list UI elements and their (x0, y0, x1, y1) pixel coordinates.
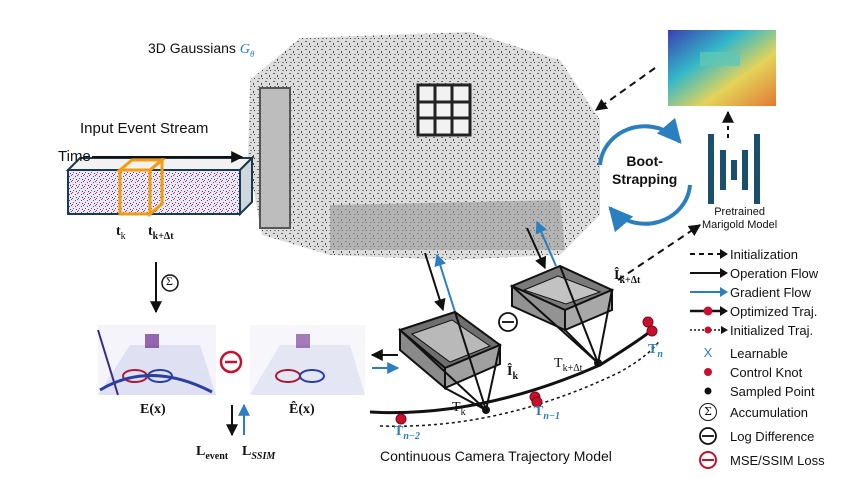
I-k-sub: k (512, 370, 519, 382)
initialized-trajectory (379, 339, 661, 428)
tk-label: tk (116, 224, 126, 242)
T-kdt-sub: k+Δt (562, 362, 583, 374)
legend-label: Learnable (730, 345, 788, 361)
tkdt-sub: k+Δt (152, 230, 174, 242)
legend-label: Sampled Point (730, 383, 815, 399)
I-kdt-label: Îk+Δt (614, 268, 640, 286)
legend-item-control-knot: Control Knot (688, 362, 802, 382)
event-image-E (97, 325, 216, 396)
black-dot-icon (704, 387, 712, 395)
L-event-sub: event (205, 450, 229, 462)
bootstrapping-label: Boot- Strapping (612, 152, 677, 188)
legend-label: Initialization (730, 246, 798, 262)
solid-arrow-icon (690, 268, 728, 278)
T-n1-sub: n−1 (543, 410, 560, 422)
legend-item-gradient: Gradient Flow (688, 282, 811, 302)
input-stream-label: Input Event Stream (80, 120, 209, 137)
legend-item-optimized: Optimized Traj. (688, 301, 817, 321)
tkdt-letter: t (148, 224, 153, 239)
L-ssim-letter: L (242, 444, 252, 459)
gaussians-symbol-letter: G (239, 42, 250, 57)
legend-label: Optimized Traj. (730, 303, 818, 319)
tkdt-label: tk+Δt (148, 224, 174, 242)
gaussians-symbol-sub: θ (249, 48, 255, 59)
time-label: Time (58, 148, 91, 165)
marigold-label: Pretrained Marigold Model (702, 206, 777, 232)
T-k-sub: k (460, 406, 466, 418)
T-n1-letter: T (534, 404, 544, 419)
T-n-sub: n (657, 348, 663, 360)
legend-item-accumulation: Σ Accumulation (688, 402, 808, 422)
trajectory-model-label: Continuous Camera Trajectory Model (380, 448, 612, 464)
bootstrapping-arrows-icon (598, 117, 692, 233)
bootstrap-line2: Strapping (612, 171, 678, 187)
blue-arrow-icon (690, 287, 728, 297)
I-kdt-letter: Î (614, 268, 620, 283)
I-k-label: Îk (507, 364, 518, 382)
L-event-letter: L (196, 444, 206, 459)
legend-label: Initialized Traj. (730, 322, 814, 338)
event-stream-volume (65, 155, 255, 218)
gaussian-point-cloud (248, 32, 600, 260)
optimized-traj-icon (690, 306, 728, 316)
marigold-model-icon (708, 134, 760, 204)
T-n-letter: T (648, 342, 658, 357)
sigma-icon: Σ (166, 274, 173, 288)
L-ssim-sub: SSIM (251, 450, 276, 462)
depth-map-image (668, 30, 776, 106)
legend-label: Gradient Flow (730, 284, 811, 300)
legend-item-mse-ssim: MSE/SSIM Loss (688, 450, 825, 470)
gaussians-title-text: 3D Gaussians (148, 40, 236, 56)
legend-item-log-difference: Log Difference (688, 426, 814, 446)
L-event-label: Levent (196, 444, 228, 462)
camera-frustum-kdt (509, 264, 615, 364)
legend-label: MSE/SSIM Loss (730, 452, 825, 468)
initialized-traj-icon (690, 326, 728, 334)
E-x-label: E(x) (140, 402, 166, 417)
legend-label: Control Knot (730, 364, 803, 380)
T-k-letter: T (452, 400, 461, 415)
T-k-label: Tk (452, 400, 466, 418)
T-n2-label: Tn−2 (394, 424, 420, 442)
tk-letter: t (116, 224, 121, 239)
T-kdt-letter: T (554, 356, 563, 371)
sigma-icon: Σ (688, 402, 728, 422)
legend-item-learnable: X Learnable (688, 343, 788, 363)
T-n-label: Tn (648, 342, 663, 360)
L-ssim-label: LSSIM (242, 444, 275, 462)
red-minus-circle-icon (699, 451, 717, 469)
marigold-line1: Pretrained (714, 206, 765, 218)
legend-item-initialized: Initialized Traj. (688, 320, 813, 340)
dashed-arrow-icon (690, 249, 728, 259)
T-kdt-label: Tk+Δt (554, 356, 582, 374)
legend-item-sampled-point: Sampled Point (688, 381, 815, 401)
legend-item-initialization: Initialization (688, 244, 798, 264)
legend-label: Log Difference (730, 428, 815, 444)
optimized-trajectory (369, 328, 653, 415)
gaussians-title: 3D Gaussians Gθ (148, 40, 254, 59)
E-hat-x-label: Ê(x) (289, 402, 315, 417)
sigma-glyph: Σ (699, 403, 717, 421)
legend-label: Accumulation (730, 404, 809, 420)
minus-circle-icon (699, 427, 717, 445)
event-image-E-hat (250, 325, 365, 395)
legend-item-operation: Operation Flow (688, 263, 818, 283)
gaussians-symbol: Gθ (239, 42, 255, 59)
camera-frustum-k (397, 310, 503, 411)
T-n2-letter: T (394, 424, 404, 439)
tk-sub: k (120, 230, 126, 242)
legend-label: Operation Flow (730, 265, 819, 281)
x-icon: X (703, 345, 713, 360)
red-dot-icon (704, 368, 712, 376)
bootstrap-line1: Boot- (626, 153, 663, 169)
I-kdt-sub: k+Δt (619, 274, 641, 286)
T-n2-sub: n−2 (403, 430, 420, 442)
marigold-line2: Marigold Model (702, 219, 778, 231)
I-k-letter: Î (507, 364, 513, 379)
T-n1-label: Tn−1 (534, 404, 560, 422)
